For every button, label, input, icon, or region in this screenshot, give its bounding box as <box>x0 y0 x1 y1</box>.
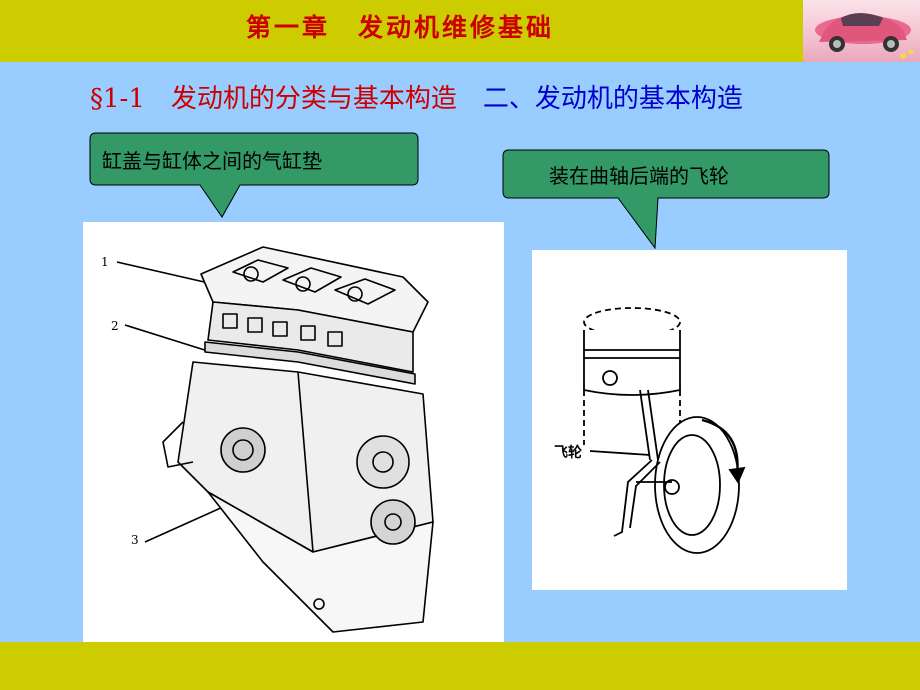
section-number-title: §1-1 发动机的分类与基本构造 <box>90 84 457 114</box>
footer-bar <box>0 642 920 690</box>
callout-bubble-shape <box>502 149 830 250</box>
callout-bubble-shape <box>89 132 419 218</box>
section-heading: §1-1 发动机的分类与基本构造二、发动机的基本构造 <box>90 78 743 115</box>
header-bar: 第一章 发动机维修基础 <box>0 0 920 62</box>
flywheel-callout-text: 装在曲轴后端的飞轮 <box>549 164 729 188</box>
engine-label-1: 1 <box>101 255 109 269</box>
flywheel-callout: 装在曲轴后端的飞轮 <box>502 149 833 250</box>
engine-label-3: 3 <box>131 533 139 547</box>
flywheel-diagram: 飞轮 <box>532 250 847 590</box>
car-photo-icon <box>803 0 920 62</box>
chapter-title: 第一章 发动机维修基础 <box>245 13 554 42</box>
gasket-callout-text: 缸盖与缸体之间的气缸垫 <box>102 149 322 173</box>
section-subtitle: 二、发动机的基本构造 <box>482 84 743 114</box>
engine-label-2: 2 <box>111 319 119 333</box>
gasket-callout: 缸盖与缸体之间的气缸垫 <box>89 132 420 223</box>
engine-diagram: 1 2 3 <box>83 222 504 642</box>
flywheel-label: 飞轮 <box>554 444 582 461</box>
